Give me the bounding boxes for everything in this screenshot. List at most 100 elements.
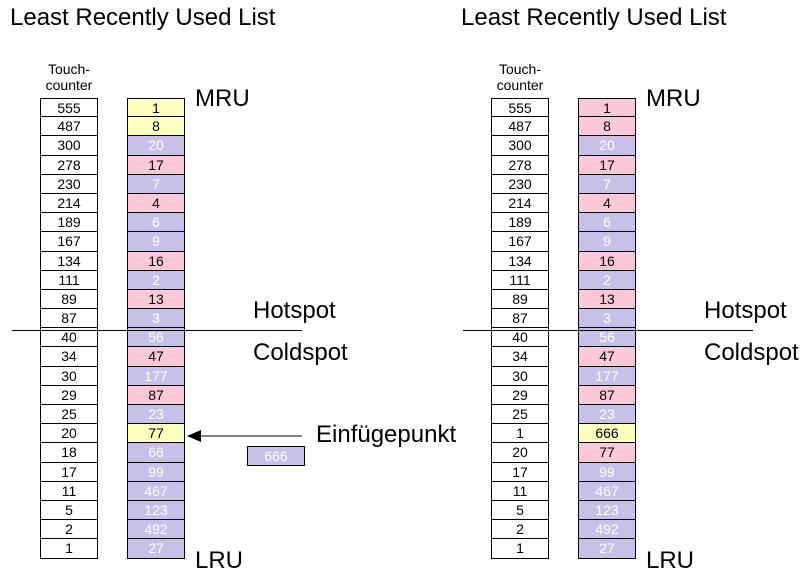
right-list-entry: 17	[578, 155, 636, 175]
left-touch-counter-cell: 111	[40, 270, 98, 290]
left-touch-counter-cell: 25	[40, 405, 98, 425]
right-touch-counter-cell: 1	[491, 539, 549, 559]
right-list-entry: 99	[578, 462, 636, 482]
insert-point-label: Einfügepunkt	[316, 421, 457, 448]
left-list-entry: 9	[127, 232, 185, 252]
left-list-entry: 2	[127, 270, 185, 290]
right-touch-counter-cell: 278	[491, 155, 549, 175]
right-list-entry: 47	[578, 347, 636, 367]
left-touch-counter-cell: 487	[40, 117, 98, 137]
right-list-entry: 1	[578, 98, 636, 118]
right-list-entry: 467	[578, 481, 636, 501]
left-touch-counter-cell: 230	[40, 174, 98, 194]
left-touch-counter-cell: 1	[40, 539, 98, 559]
right-list-entry: 20	[578, 136, 636, 156]
left-list-entry: 8	[127, 117, 185, 137]
right-touch-counter-cell: 189	[491, 213, 549, 233]
right-touch-counter-cell: 20	[491, 443, 549, 463]
left-list-entry: 7	[127, 174, 185, 194]
left-panel: Least Recently Used List Touch- counter …	[0, 0, 456, 580]
left-touch-counter-cell: 17	[40, 462, 98, 482]
left-touch-counter-cell: 18	[40, 443, 98, 463]
left-list-entry: 1	[127, 98, 185, 118]
right-title: Least Recently Used List	[461, 4, 727, 31]
right-touch-counter-cell: 487	[491, 117, 549, 137]
left-mru-label: MRU	[195, 85, 250, 112]
left-title: Least Recently Used List	[10, 4, 276, 31]
left-list-entry: 66	[127, 443, 185, 463]
left-touch-counter-cell: 40	[40, 328, 98, 348]
left-touch-counter-cell: 214	[40, 193, 98, 214]
left-touch-counter-cell: 278	[40, 155, 98, 175]
new-entry-cell: 666	[247, 446, 305, 466]
right-touch-counter-cell: 30	[491, 366, 549, 386]
left-touch-counter-cell: 2	[40, 520, 98, 540]
right-list-entry: 2	[578, 270, 636, 290]
left-touch-counter-header: Touch- counter	[40, 61, 98, 93]
left-touch-counter-cell: 89	[40, 289, 98, 310]
left-touch-counter-cell: 20	[40, 424, 98, 444]
left-touch-counter-cell: 167	[40, 232, 98, 252]
left-list-entry: 99	[127, 462, 185, 482]
left-hotspot-label: Hotspot	[253, 297, 336, 324]
right-touch-counter-cell: 2	[491, 520, 549, 540]
right-touch-counter-cell: 34	[491, 347, 549, 367]
right-list-entry: 8	[578, 117, 636, 137]
left-list-entry: 20	[127, 136, 185, 156]
left-hot-cold-divider	[12, 330, 302, 331]
left-touch-counter-cell: 5	[40, 500, 98, 521]
left-touch-counter-cell: 189	[40, 213, 98, 233]
left-touch-counter-cell: 555	[40, 98, 98, 118]
left-touch-counter-cell: 134	[40, 251, 98, 271]
right-touch-counter-cell: 300	[491, 136, 549, 156]
left-list-entry: 87	[127, 385, 185, 405]
right-touch-counter-cell: 40	[491, 328, 549, 348]
right-lru-label: LRU	[646, 547, 695, 574]
left-list-entry: 4	[127, 193, 185, 214]
right-panel: Least Recently Used List Touch- counter …	[451, 0, 811, 580]
right-list-entry: 177	[578, 366, 636, 386]
right-touch-counter-cell: 89	[491, 289, 549, 310]
left-list-entry: 56	[127, 328, 185, 348]
left-list-entry: 3	[127, 309, 185, 329]
right-touch-counter-cell: 230	[491, 174, 549, 194]
right-list-entry: 123	[578, 500, 636, 521]
right-mru-label: MRU	[646, 85, 701, 112]
right-list-entry: 16	[578, 251, 636, 271]
left-list-entry: 17	[127, 155, 185, 175]
left-touch-counter-header-text: Touch- counter	[45, 61, 93, 93]
right-touch-counter-cell: 214	[491, 193, 549, 214]
right-list-entry: 4	[578, 193, 636, 214]
right-list-entry: 7	[578, 174, 636, 194]
left-list-entry: 77	[127, 424, 185, 444]
right-list-entry: 9	[578, 232, 636, 252]
right-touch-counter-cell: 134	[491, 251, 549, 271]
left-list-entry: 13	[127, 289, 185, 310]
right-hot-cold-divider	[463, 330, 753, 331]
left-list-entry: 177	[127, 366, 185, 386]
right-list-entry: 56	[578, 328, 636, 348]
right-touch-counter-cell: 17	[491, 462, 549, 482]
left-list-entry: 16	[127, 251, 185, 271]
right-list-entry: 13	[578, 289, 636, 310]
left-coldspot-label: Coldspot	[253, 339, 348, 366]
right-touch-counter-header: Touch- counter	[491, 61, 549, 93]
right-touch-counter-cell: 5	[491, 500, 549, 521]
right-list-entry: 87	[578, 385, 636, 405]
right-touch-counter-cell: 29	[491, 385, 549, 405]
left-touch-counter-cell: 29	[40, 385, 98, 405]
left-touch-counter-cell: 11	[40, 481, 98, 501]
right-list-entry: 27	[578, 539, 636, 559]
right-touch-counter-cell: 11	[491, 481, 549, 501]
left-touch-counter-cell: 300	[40, 136, 98, 156]
right-list-entry: 666	[578, 424, 636, 444]
right-list-entry: 6	[578, 213, 636, 233]
right-list-entry: 23	[578, 405, 636, 425]
right-touch-counter-cell: 1	[491, 424, 549, 444]
left-touch-counter-cell: 30	[40, 366, 98, 386]
left-list-entry: 467	[127, 481, 185, 501]
left-list-entry: 123	[127, 500, 185, 521]
right-list-entry: 77	[578, 443, 636, 463]
